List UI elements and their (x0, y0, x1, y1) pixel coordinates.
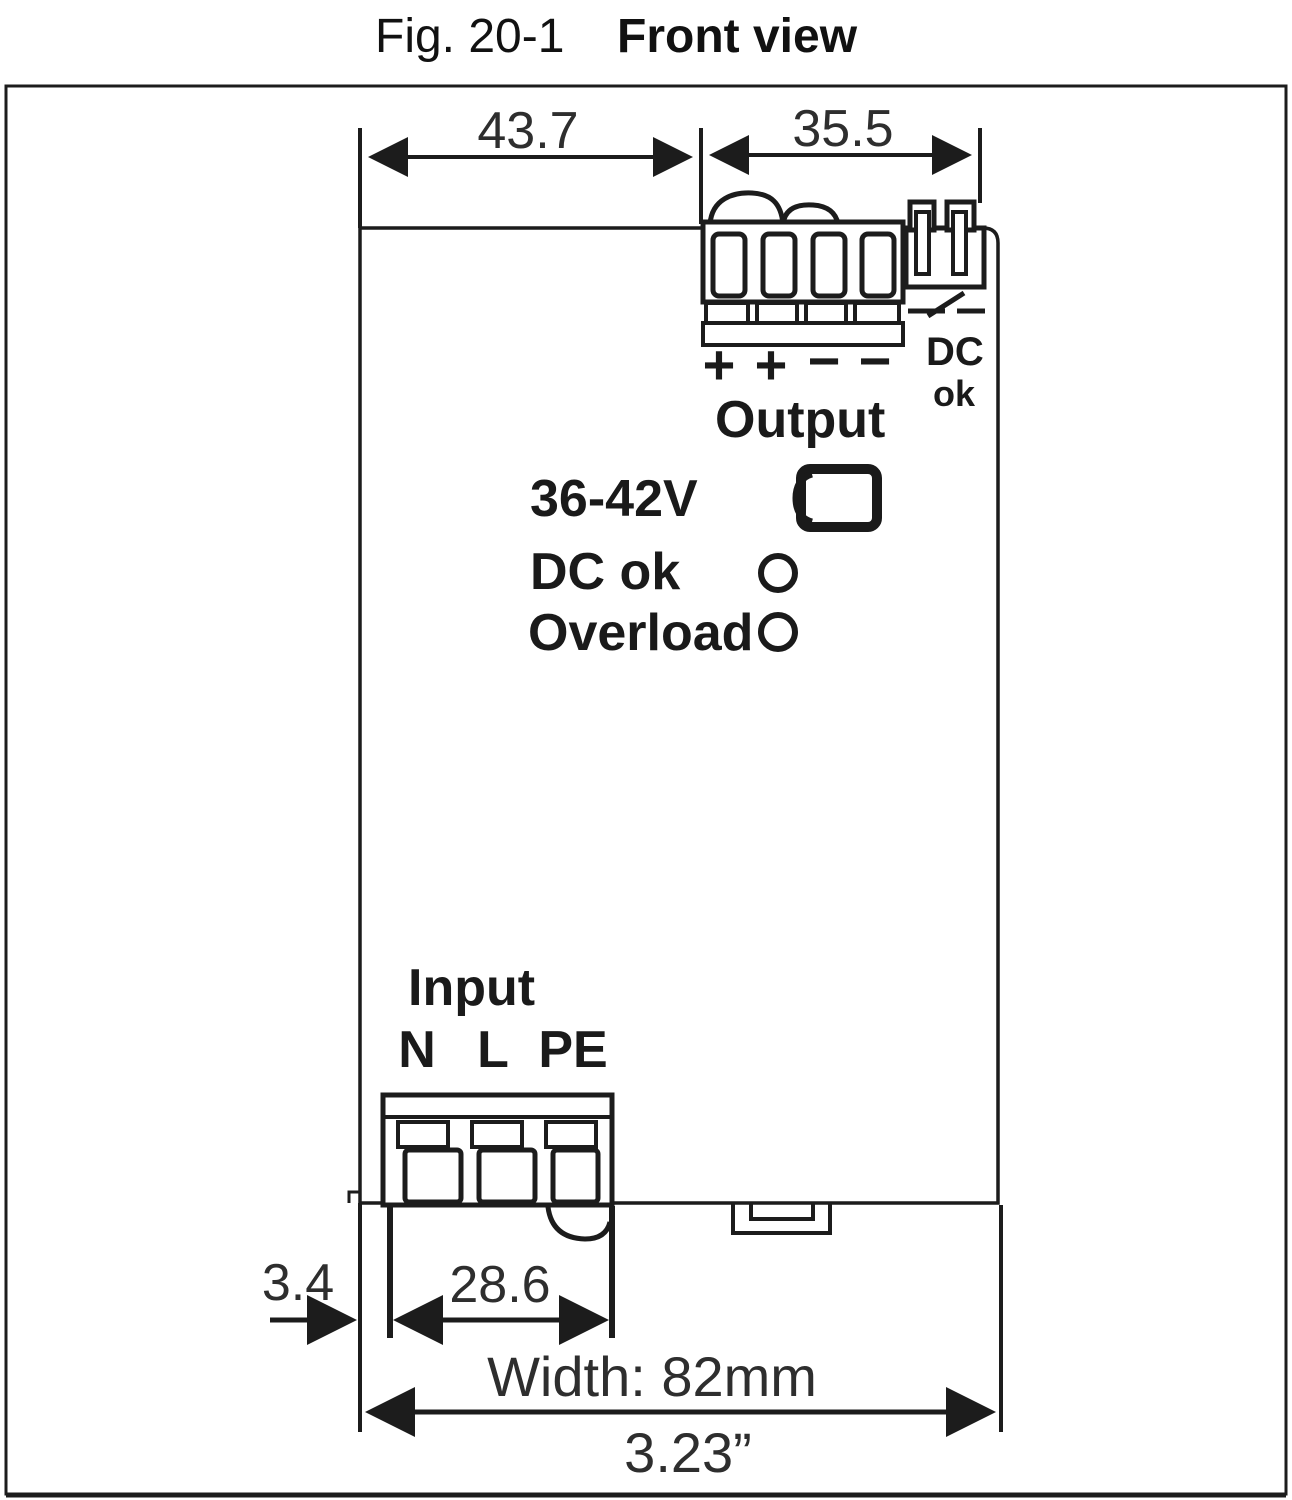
input-terminal-pe: PE (538, 1021, 607, 1079)
output-minus-2: − (859, 329, 892, 392)
dim-43-7: 43.7 (477, 102, 578, 160)
din-clip-outer (731, 1204, 832, 1235)
output-terminal-block: + + − − Output (700, 190, 906, 449)
output-clamp-2 (760, 231, 798, 299)
figure-caption: Fig. 20-1 Front view (375, 10, 858, 63)
overload-led-icon (758, 612, 798, 652)
input-screw-2 (470, 1120, 524, 1149)
dc-ok-led-label: DC ok (530, 543, 680, 601)
input-terminal-block (380, 1092, 615, 1338)
dim-width-inches: 3.23” (624, 1421, 752, 1484)
relay-contact-icon (908, 290, 985, 319)
input-labels: Input N L PE (398, 959, 607, 1079)
input-terminal-l: L (477, 1021, 509, 1079)
figure-number: Fig. 20-1 (375, 10, 564, 63)
dc-ok-terminal: DC ok (903, 199, 987, 414)
dcok-slot-2 (951, 210, 968, 276)
input-wire-notch-arc (545, 1206, 613, 1242)
output-opening-2 (755, 301, 799, 325)
front-panel-controls: 36-42V DC ok Overload (528, 464, 882, 662)
input-screw-1 (396, 1120, 450, 1149)
output-clamp-4 (859, 231, 897, 299)
dc-ok-led-icon (758, 553, 798, 593)
output-plus-1: + (703, 333, 736, 396)
output-clamp-1 (710, 231, 748, 299)
overload-led-label: Overload (528, 604, 753, 662)
output-opening-1 (704, 301, 750, 325)
output-plus-2: + (755, 333, 788, 396)
output-bottom-band (701, 321, 905, 347)
input-screw-3 (544, 1120, 598, 1149)
top-dimensions: 43.7 35.5 (358, 100, 982, 228)
body-left-step (347, 1190, 360, 1203)
dcok-contact-label-line1: DC (926, 330, 984, 374)
output-label: Output (715, 391, 885, 449)
input-clamp-1 (402, 1147, 464, 1205)
dcok-contact-label-line2: ok (933, 373, 976, 414)
dim-3-4: 3.4 (262, 1254, 334, 1312)
output-clamp-3 (810, 231, 848, 299)
device-body-outline (347, 226, 1000, 1235)
device-body (358, 226, 1000, 1205)
output-opening-3 (804, 301, 848, 325)
input-label: Input (408, 959, 535, 1017)
output-minus-1: − (808, 329, 841, 392)
terminal-hump-1 (707, 190, 786, 225)
dim-28-6: 28.6 (449, 1256, 550, 1314)
dim-35-5: 35.5 (792, 100, 893, 158)
input-terminal-n: N (398, 1021, 436, 1079)
voltage-adjust-potentiometer-icon (792, 464, 882, 532)
figure-title: Front view (617, 10, 858, 63)
voltage-range-label: 36-42V (530, 470, 698, 528)
dim-width-mm: Width: 82mm (487, 1345, 817, 1408)
bottom-dimensions: 3.4 28.6 Width: 82mm 3.23” (262, 1203, 1003, 1484)
input-clamp-3 (550, 1147, 601, 1205)
output-opening-4 (853, 301, 901, 325)
dcok-slot-1 (914, 210, 931, 276)
din-clip-inner (749, 1204, 815, 1221)
terminal-hump-2 (780, 202, 841, 225)
input-clamp-2 (476, 1147, 538, 1205)
